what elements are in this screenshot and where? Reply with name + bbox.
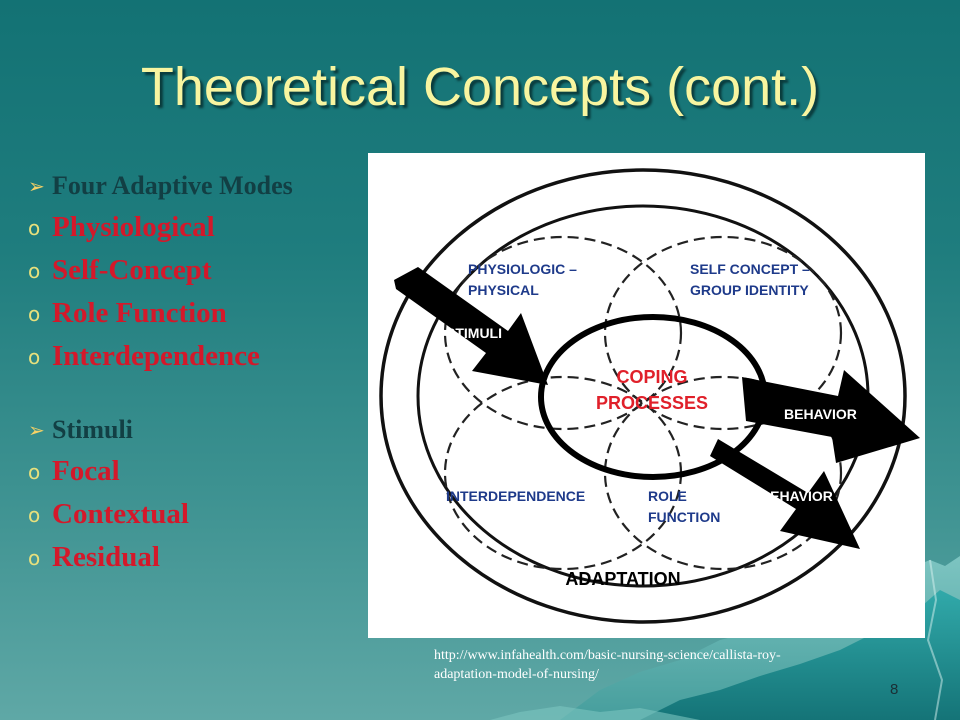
- circle-bullet-icon: o: [28, 215, 41, 240]
- source-url[interactable]: http://www.infahealth.com/basic-nursing-…: [434, 646, 894, 684]
- item-text: Role Function: [52, 297, 227, 329]
- slide-title: Theoretical Concepts (cont.): [140, 57, 820, 117]
- bullet-item-self-concept: o Self-Concept: [28, 249, 388, 292]
- behavior-arrow-upper: [742, 370, 920, 463]
- item-text: Contextual: [52, 498, 189, 530]
- label-stimuli: STIMULI: [446, 325, 502, 341]
- bullet-item-residual: o Residual: [28, 536, 388, 579]
- source-url-line1[interactable]: http://www.infahealth.com/basic-nursing-…: [434, 648, 781, 663]
- circle-bullet-icon: o: [28, 459, 41, 484]
- circle-bullet-icon: o: [28, 301, 41, 326]
- label-physiologic-2: PHYSICAL: [468, 282, 539, 298]
- spacer: [28, 378, 388, 410]
- heading-text: Stimuli: [52, 415, 133, 444]
- label-behavior-upper: BEHAVIOR: [784, 406, 857, 422]
- outer-ring-circle: [379, 168, 907, 624]
- mode-circle-role-function: [603, 375, 843, 571]
- label-coping-2: PROCESSES: [596, 393, 708, 413]
- label-self-concept-2: GROUP IDENTITY: [690, 282, 809, 298]
- circle-bullet-icon: o: [28, 545, 41, 570]
- bullet-item-focal: o Focal: [28, 450, 388, 493]
- label-role-2: FUNCTION: [648, 509, 720, 525]
- bullet-item-contextual: o Contextual: [28, 493, 388, 536]
- item-text: Interdependence: [52, 340, 260, 372]
- label-adaptation: ADAPTATION: [565, 569, 680, 589]
- item-text: Physiological: [52, 211, 215, 243]
- circle-bullet-icon: o: [28, 502, 41, 527]
- label-self-concept-1: SELF CONCEPT –: [690, 261, 810, 277]
- mode-circle-physiologic: [443, 235, 683, 431]
- bullet-list: ➢ Four Adaptive Modes o Physiological o …: [28, 166, 388, 579]
- behavior-arrow-lower: [710, 439, 860, 549]
- circle-bullet-icon: o: [28, 258, 41, 283]
- label-interdependence: INTERDEPENDENCE: [446, 488, 585, 504]
- item-text: Focal: [52, 455, 120, 487]
- bullet-heading-stimuli: ➢ Stimuli: [28, 410, 388, 450]
- arrowhead-bullet-icon: ➢: [28, 418, 45, 442]
- label-role-1: ROLE: [648, 488, 687, 504]
- heading-text: Four Adaptive Modes: [52, 171, 293, 200]
- page-number: 8: [890, 681, 899, 698]
- diagram-svg: PHYSIOLOGIC – PHYSICAL SELF CONCEPT – GR…: [379, 168, 920, 624]
- arrowhead-bullet-icon: ➢: [28, 174, 45, 198]
- bullet-item-interdependence: o Interdependence: [28, 335, 388, 378]
- item-text: Self-Concept: [52, 254, 212, 286]
- label-physiologic-1: PHYSIOLOGIC –: [468, 261, 577, 277]
- stimuli-arrow: [394, 267, 548, 385]
- item-text: Residual: [52, 541, 160, 573]
- bullet-heading-adaptive-modes: ➢ Four Adaptive Modes: [28, 166, 388, 206]
- bullet-item-physiological: o Physiological: [28, 206, 388, 249]
- circle-bullet-icon: o: [28, 344, 41, 369]
- bullet-item-role-function: o Role Function: [28, 292, 388, 335]
- source-url-line2[interactable]: adaptation-model-of-nursing/: [434, 667, 599, 682]
- adaptation-model-diagram: PHYSIOLOGIC – PHYSICAL SELF CONCEPT – GR…: [368, 153, 925, 638]
- label-behavior-lower: BEHAVIOR: [760, 488, 833, 504]
- label-coping-1: COPING: [616, 367, 687, 387]
- mode-circle-self-concept: [603, 235, 843, 431]
